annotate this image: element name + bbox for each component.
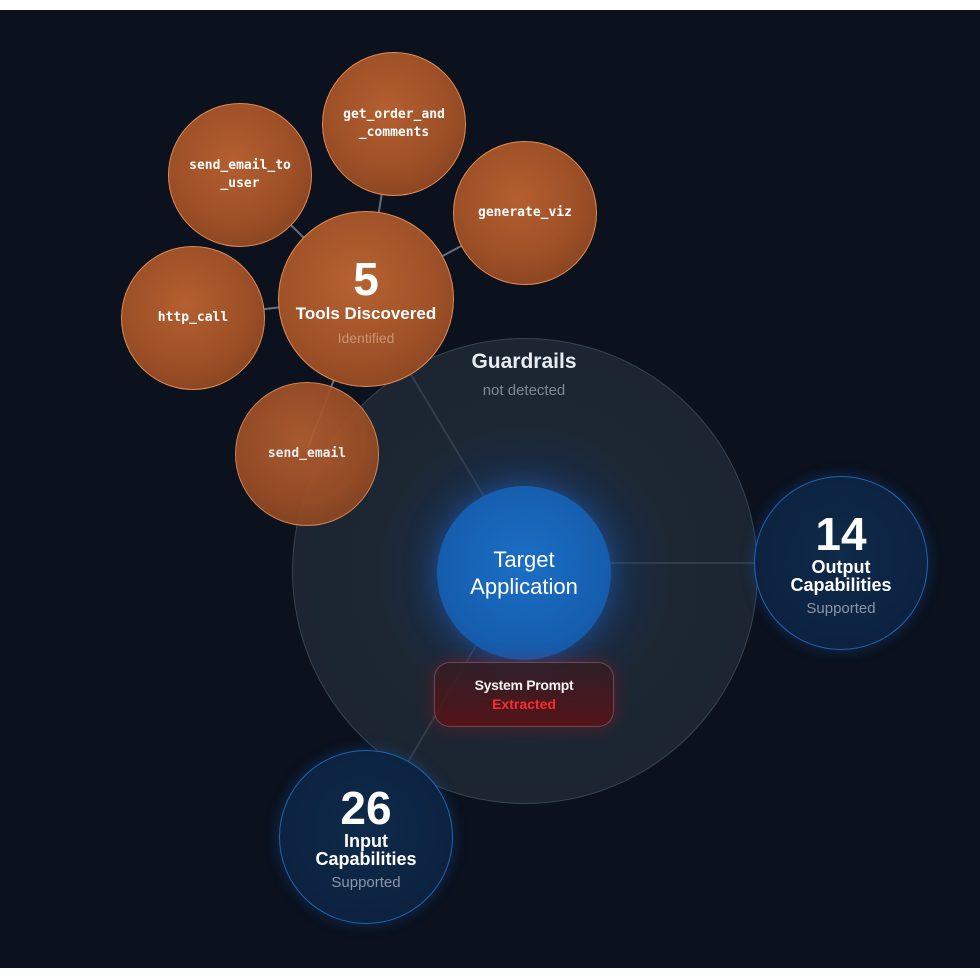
output-capabilities-status: Supported bbox=[806, 599, 876, 617]
target-label-line1: Target bbox=[493, 547, 555, 572]
target-application-node[interactable]: Target Application bbox=[437, 486, 611, 660]
output-capabilities-count: 14 bbox=[815, 507, 867, 560]
system-prompt-status: Extracted bbox=[492, 696, 556, 712]
target-label-line2: Application bbox=[470, 574, 578, 599]
input-capabilities-count: 26 bbox=[340, 781, 392, 834]
output-capabilities-label-line2: Capabilities bbox=[790, 574, 892, 595]
tool-node-send-email[interactable]: send_email bbox=[235, 382, 379, 526]
tool-node-send-email-to-user[interactable]: send_email_to _user bbox=[168, 103, 312, 247]
input-capabilities-status: Supported bbox=[331, 873, 401, 891]
guardrails-status: not detected bbox=[482, 382, 566, 399]
guardrails-title: Guardrails bbox=[471, 350, 577, 373]
tool-name: get_order_and _comments bbox=[343, 107, 445, 140]
tools-status: Identified bbox=[337, 330, 395, 346]
tool-name: http_call bbox=[157, 310, 229, 325]
output-capabilities-label-line1: Output bbox=[811, 556, 871, 577]
tools-label: Tools Discovered bbox=[295, 304, 437, 323]
tools-count: 5 bbox=[353, 253, 379, 305]
tool-name: send_email_to _user bbox=[189, 158, 291, 191]
input-capabilities-label-line2: Capabilities bbox=[315, 848, 417, 869]
input-capabilities-label-line1: Input bbox=[344, 830, 388, 851]
output-capabilities-node[interactable]: 14 Output Capabilities Supported bbox=[754, 476, 928, 650]
tools-discovered-node[interactable]: 5 Tools Discovered Identified bbox=[278, 211, 454, 387]
input-capabilities-node[interactable]: 26 Input Capabilities Supported bbox=[279, 750, 453, 924]
tool-node-http-call[interactable]: http_call bbox=[121, 246, 265, 390]
system-prompt-badge[interactable]: System Prompt Extracted bbox=[434, 662, 614, 727]
tool-node-get-order-and-comments[interactable]: get_order_and _comments bbox=[322, 52, 466, 196]
system-prompt-title: System Prompt bbox=[474, 677, 574, 693]
tool-name: generate_viz bbox=[478, 205, 572, 220]
tool-node-generate-viz[interactable]: generate_viz bbox=[453, 141, 597, 285]
tool-name: send_email bbox=[267, 446, 347, 461]
attack-surface-diagram: Guardrails not detected Target Applicati… bbox=[0, 10, 980, 968]
